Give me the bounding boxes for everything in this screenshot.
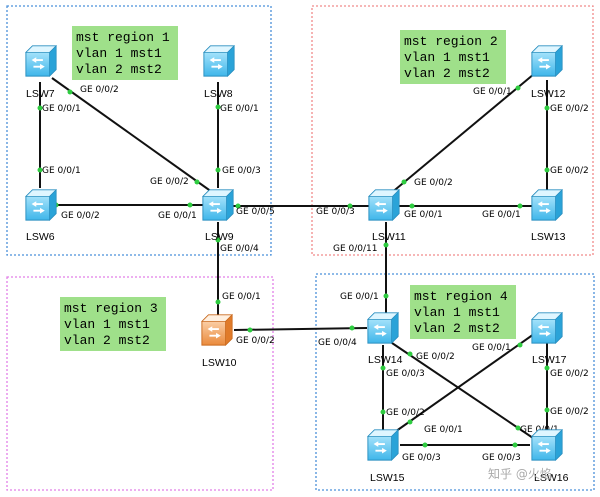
region-2-box — [311, 5, 594, 256]
region-4-note: mst region 4 vlan 1 mst1 vlan 2 mst2 — [410, 285, 516, 339]
switch-icon[interactable] — [25, 189, 57, 221]
port-label: GE 0/0/2 — [416, 352, 455, 362]
port-label: GE 0/0/11 — [333, 244, 378, 254]
region-note-line: vlan 2 mst2 — [404, 66, 490, 81]
devices: LSW7 LSW8 LSW6 LSW9 LSW11 LSW12 LSW13 LS… — [25, 45, 569, 484]
region-note-line: vlan 2 mst2 — [414, 321, 500, 336]
port-label: GE 0/0/2 — [61, 211, 100, 221]
region-3-note: mst region 3 vlan 1 mst1 vlan 2 mst2 — [60, 297, 166, 351]
switch-icon[interactable] — [531, 312, 563, 344]
device-label-lsw14: LSW14 — [368, 354, 403, 366]
region-1-note: mst region 1 vlan 1 mst1 vlan 2 mst2 — [72, 26, 178, 80]
region-4-box — [315, 273, 595, 491]
switch-icon[interactable] — [531, 45, 563, 77]
device-label-lsw12: LSW12 — [531, 88, 566, 100]
port-label: GE 0/0/1 — [473, 87, 512, 97]
switch-icon[interactable] — [203, 45, 235, 77]
port-label: GE 0/0/2 — [550, 104, 589, 114]
port-label: GE 0/0/1 — [42, 166, 81, 176]
port-labels: GE 0/0/2 GE 0/0/1 GE 0/0/1 GE 0/0/2 GE 0… — [42, 85, 589, 463]
router-icon[interactable] — [201, 314, 233, 346]
switch-icon[interactable] — [531, 189, 563, 221]
switch-icon[interactable] — [531, 429, 563, 461]
port-label: GE 0/0/3 — [402, 453, 441, 463]
device-label-lsw10: LSW10 — [202, 357, 237, 369]
links — [39, 73, 548, 446]
device-label-lsw6: LSW6 — [26, 231, 55, 243]
port-label: GE 0/0/1 — [482, 210, 521, 220]
port-label: GE 0/0/2 — [236, 336, 275, 346]
port-label: GE 0/0/1 — [222, 292, 261, 302]
switch-icon[interactable] — [202, 189, 234, 221]
port-label: GE 0/0/2 — [414, 178, 453, 188]
port-label: GE 0/0/1 — [158, 211, 197, 221]
port-label: GE 0/0/2 — [550, 166, 589, 176]
region-note-line: vlan 1 mst1 — [64, 317, 150, 332]
port-label: GE 0/0/2 — [80, 85, 119, 95]
device-label-lsw7: LSW7 — [26, 88, 55, 100]
region-note-line: vlan 2 mst2 — [76, 62, 162, 77]
region-1-box — [6, 5, 272, 256]
region-note-line: mst region 4 — [414, 289, 508, 304]
device-label-lsw9: LSW9 — [205, 231, 234, 243]
link-lsw14-lsw16 — [391, 342, 534, 439]
device-label-lsw15: LSW15 — [370, 472, 405, 484]
device-label-lsw16: LSW16 — [534, 472, 569, 484]
device-label-lsw8: LSW8 — [204, 88, 233, 100]
region-note-line: vlan 2 mst2 — [64, 333, 150, 348]
port-label: GE 0/0/1 — [404, 210, 443, 220]
switch-icon[interactable] — [367, 312, 399, 344]
region-note-line: mst region 3 — [64, 301, 158, 316]
port-label: GE 0/0/4 — [220, 244, 259, 254]
region-note-line: vlan 1 mst1 — [76, 46, 162, 61]
device-label-lsw17: LSW17 — [532, 354, 567, 366]
region-note-line: vlan 1 mst1 — [414, 305, 500, 320]
port-dots — [37, 85, 550, 448]
port-label: GE 0/0/3 — [316, 207, 355, 217]
region-2-note: mst region 2 vlan 1 mst1 vlan 2 mst2 — [400, 30, 506, 84]
port-label: GE 0/0/3 — [386, 369, 425, 379]
switch-icon[interactable] — [367, 429, 399, 461]
port-label: GE 0/0/1 — [220, 104, 259, 114]
link-lsw11-lsw12 — [389, 73, 535, 195]
port-label: GE 0/0/2 — [550, 369, 589, 379]
port-label: GE 0/0/3 — [222, 166, 261, 176]
port-label: GE 0/0/4 — [318, 338, 357, 348]
port-label: GE 0/0/2 — [550, 407, 589, 417]
switch-icon[interactable] — [368, 189, 400, 221]
port-label: GE 0/0/2 — [386, 408, 425, 418]
port-label: GE 0/0/1 — [424, 425, 463, 435]
switch-icon[interactable] — [25, 45, 57, 77]
port-label: GE 0/0/5 — [236, 207, 275, 217]
device-label-lsw11: LSW11 — [372, 231, 406, 243]
region-note-line: mst region 1 — [76, 30, 170, 45]
device-label-lsw13: LSW13 — [531, 231, 566, 243]
region-3-box — [6, 276, 274, 491]
link-lsw15-lsw17 — [391, 333, 535, 435]
watermark: 知乎 @火焰 — [488, 466, 552, 481]
port-label: GE 0/0/1 — [42, 104, 81, 114]
port-label: GE 0/0/3 — [482, 453, 521, 463]
port-label: GE 0/0/1 — [472, 343, 511, 353]
region-note-line: mst region 2 — [404, 34, 498, 49]
link-lsw7-lsw9 — [51, 77, 213, 193]
link-lsw10-lsw14 — [233, 327, 368, 331]
region-note-line: vlan 1 mst1 — [404, 50, 490, 65]
port-label: GE 0/0/1 — [340, 292, 379, 302]
port-label: GE 0/0/2 — [150, 177, 189, 187]
